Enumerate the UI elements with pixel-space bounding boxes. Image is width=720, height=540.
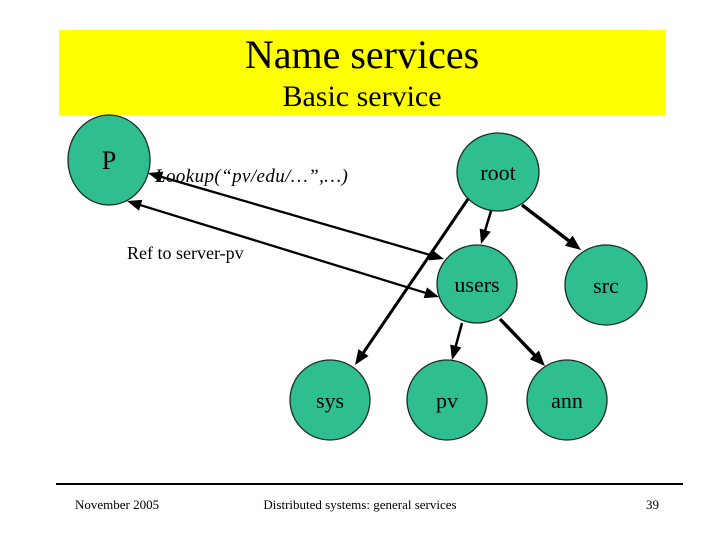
title-banner: Name services Basic service (59, 30, 665, 115)
edge-users-ann (498, 317, 545, 366)
edge-line (498, 317, 538, 359)
node-P: P (67, 114, 151, 206)
node-ann: ann (526, 359, 608, 441)
edge-line (158, 175, 434, 257)
lookup-call-label: Lookup(“pv/edu/…”,…) (154, 166, 348, 187)
edge-line (453, 322, 464, 350)
node-shape-sys (289, 359, 371, 441)
node-shape-pv (406, 359, 488, 441)
edge-root-sys (355, 198, 470, 365)
footer-divider (56, 483, 683, 485)
slide-subtitle: Basic service (282, 80, 442, 113)
node-label-pv: pv (436, 388, 458, 413)
footer-deck-title: Distributed systems: general services (263, 497, 457, 512)
footer-date: November 2005 (75, 497, 160, 512)
node-label-sys: sys (316, 388, 344, 413)
arrowhead (148, 171, 164, 183)
node-label-users: users (454, 272, 499, 297)
node-sys: sys (289, 359, 371, 441)
edge-root-src (520, 203, 581, 250)
arrowhead (529, 350, 545, 366)
edge-line (520, 203, 573, 244)
node-shape-P (67, 114, 151, 206)
ref-to-server-label: Ref to server-pv (127, 243, 244, 263)
arrowhead (127, 199, 143, 211)
edge-line (137, 203, 429, 295)
node-shape-src (564, 244, 648, 326)
edges-layer (127, 171, 581, 366)
node-root: root (456, 132, 540, 212)
edge-line (360, 198, 470, 356)
edge-lookup-request (148, 171, 444, 261)
arrowhead (355, 349, 369, 365)
arrowhead (479, 228, 491, 244)
node-pv: pv (406, 359, 488, 441)
edge-line (483, 210, 493, 234)
arrowhead (564, 235, 581, 250)
edge-root-users (479, 210, 493, 244)
node-src: src (564, 244, 648, 326)
node-shape-root (456, 132, 540, 212)
edge-ref-reply (127, 199, 439, 299)
node-label-ann: ann (551, 388, 583, 413)
node-shape-users (436, 244, 518, 324)
arrowhead (450, 344, 462, 360)
node-label-root: root (480, 160, 515, 185)
node-shape-ann (526, 359, 608, 441)
arrowhead (423, 287, 439, 299)
node-users: users (436, 244, 518, 324)
node-label-P: P (102, 146, 116, 175)
slide-title: Name services (244, 32, 480, 77)
footer-page-number: 39 (646, 497, 659, 512)
edge-users-pv (450, 322, 464, 360)
node-label-src: src (593, 273, 619, 298)
